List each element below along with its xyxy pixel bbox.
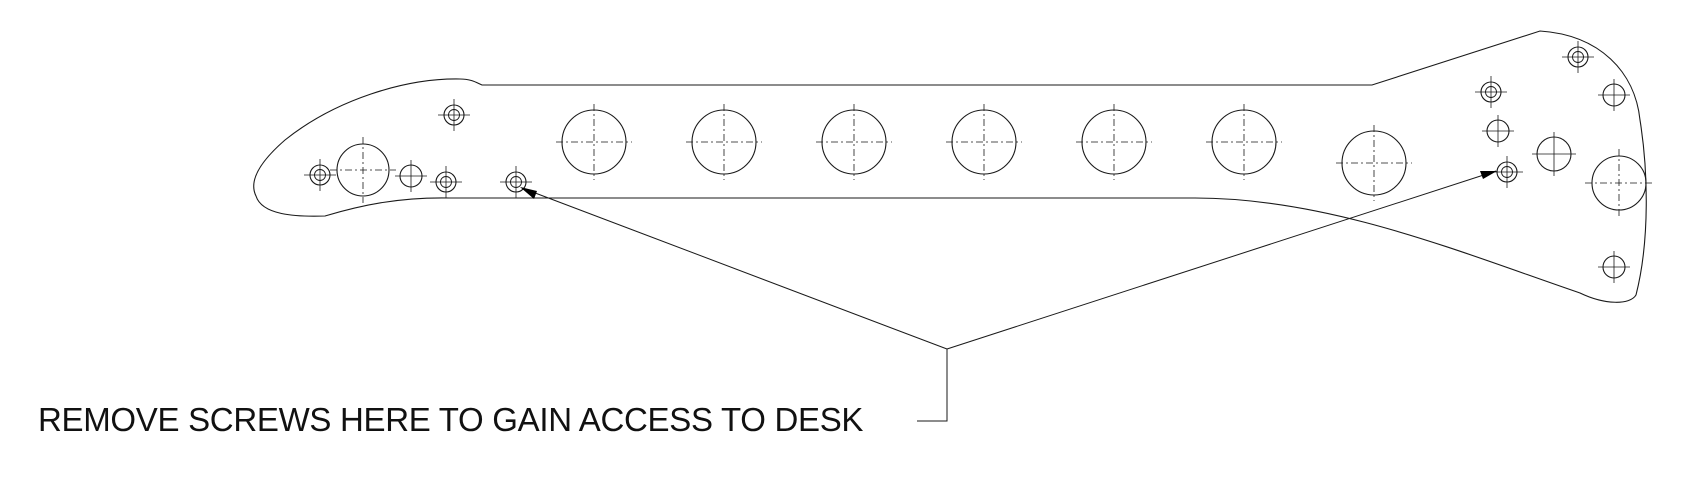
screw-hole-access-left: [500, 166, 532, 198]
small-hole: [1598, 79, 1630, 111]
panel-outline: [253, 30, 1647, 303]
screw-hole: [438, 99, 470, 131]
hole-large-5: [1076, 104, 1152, 180]
screw-hole: [1562, 41, 1594, 73]
hole-large-left: [330, 137, 396, 203]
medium-hole: [1532, 132, 1576, 176]
hole-large-4: [946, 104, 1022, 180]
leader-line: [521, 187, 948, 422]
leader-arrowhead-right: [1480, 171, 1497, 179]
screw-hole-access-right: [1491, 156, 1523, 188]
screw-hole: [430, 166, 462, 198]
screw-hole: [304, 159, 336, 191]
screw-hole: [1475, 76, 1507, 108]
small-hole: [395, 160, 427, 192]
hole-large-7: [1336, 125, 1412, 201]
leader-arrowhead-left: [520, 187, 537, 199]
leader-line: [946, 170, 1497, 350]
hole-large-3: [816, 104, 892, 180]
small-hole: [1598, 251, 1630, 283]
hole-large-right: [1585, 149, 1653, 217]
small-hole: [1482, 115, 1514, 147]
hole-large-6: [1206, 104, 1282, 180]
hole-large-2: [686, 104, 762, 180]
hole-large-1: [556, 104, 632, 180]
note-label: REMOVE SCREWS HERE TO GAIN ACCESS TO DES…: [38, 401, 863, 438]
